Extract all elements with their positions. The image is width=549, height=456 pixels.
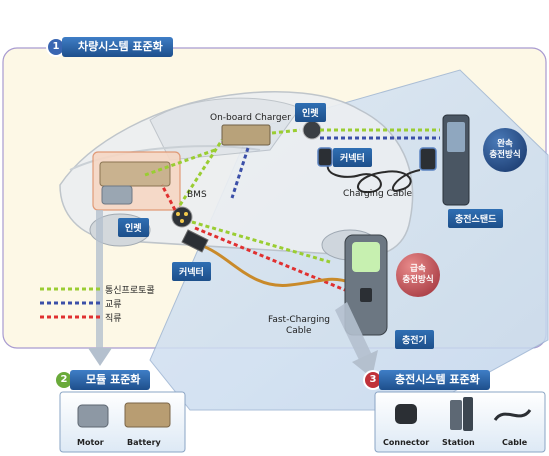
section-number-badge: 1	[48, 39, 64, 55]
slow-mode-badge	[483, 128, 527, 172]
cable-image	[493, 409, 532, 421]
connector-image	[395, 404, 417, 424]
slow-mode-line1: 완속	[497, 138, 513, 149]
top-inlet-icon	[302, 120, 322, 140]
car-inlet-icon	[171, 206, 193, 228]
bottom-connector-icon	[181, 229, 209, 253]
station-label: Station	[442, 438, 475, 447]
section-number-badge: 3	[365, 372, 381, 388]
station-image	[450, 400, 462, 430]
onboard-charger-label: On-board Charger	[210, 113, 291, 123]
connector-label: Connector	[383, 438, 430, 447]
charging-stand-label: 충전스탠드	[448, 209, 504, 228]
inlet-top-label: 인렛	[295, 103, 326, 122]
module-arrow	[88, 348, 112, 366]
charging-cable-label: Charging Cable	[343, 189, 413, 199]
motor-label: Motor	[77, 438, 104, 447]
bms-label: BMS	[187, 190, 207, 200]
section-title: 모듈 표준화	[70, 370, 151, 390]
slow-mode-line2: 충전방식	[489, 150, 521, 160]
section-title: 차량시스템 표준화	[62, 37, 173, 57]
legend-label-ac: 교류	[105, 300, 122, 310]
fast-mode-badge	[396, 253, 440, 297]
slow-mode-text: 완속 충전방식	[483, 128, 527, 172]
battery-label: Battery	[127, 438, 161, 447]
cable-label: Cable	[502, 438, 528, 447]
connector-bottom-label: 커넥터	[172, 262, 211, 281]
section-title: 충전시스템 표준화	[379, 370, 490, 390]
legend-label-dc: 직류	[105, 314, 122, 324]
fast-mode-line1: 급속	[410, 263, 426, 274]
charging-cable	[326, 159, 421, 194]
onboard-charger-box	[221, 124, 271, 146]
charging-arrow	[352, 350, 378, 378]
fast-charging-cable	[199, 243, 353, 287]
inlet-car-label: 인렛	[118, 218, 149, 237]
battery-image	[124, 402, 171, 428]
section-number-badge: 2	[56, 372, 72, 388]
connector-top-label: 커넥터	[333, 148, 372, 167]
legend-label-comm: 통신프로토콜	[105, 286, 155, 296]
fast-charger-label: 충전기	[395, 330, 434, 349]
fast-mode-text: 급속 충전방식	[396, 253, 440, 297]
motor-image	[77, 404, 109, 428]
fast-mode-line2: 충전방식	[402, 275, 434, 285]
fast-cable-label-2: Cable	[286, 326, 312, 336]
top-connector-icon	[317, 147, 333, 167]
fast-cable-label-1: Fast-Charging	[268, 315, 331, 325]
